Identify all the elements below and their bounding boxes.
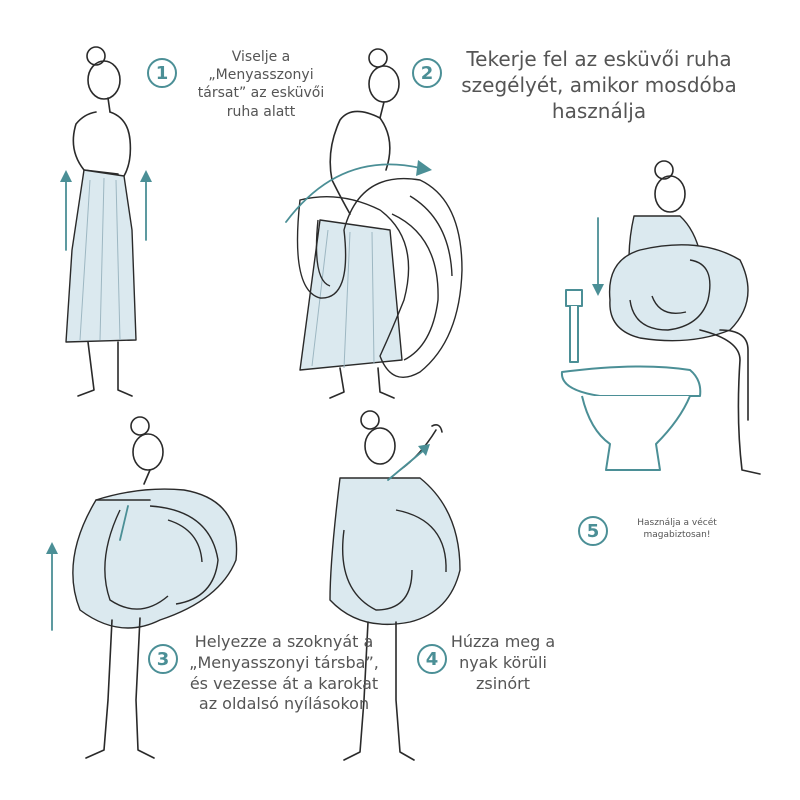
step-badge-5: 5	[578, 516, 608, 546]
step-caption-1: Viselje a „Menyasszonyi társat” az esküv…	[197, 49, 325, 120]
figure-step-1	[60, 46, 152, 397]
step-caption-5: Használja a vécét magabiztosan!	[637, 518, 717, 540]
step-caption-4: Húzza meg a nyak körüli zsinórt	[450, 632, 556, 693]
step-caption-2: Tekerje fel az esküvői ruha szegélyét, a…	[461, 47, 737, 123]
figure-step-4	[329, 410, 461, 761]
step-badge-3: 3	[148, 644, 178, 674]
figure-step-5	[560, 160, 761, 475]
step-badge-4: 4	[417, 644, 447, 674]
step-caption-3: Helyezze a szoknyát a „Menyasszonyi társ…	[189, 632, 379, 714]
step-badge-1: 1	[147, 58, 177, 88]
figure-step-3	[46, 416, 238, 759]
step-badge-2: 2	[412, 58, 442, 88]
figure-step-2	[285, 48, 463, 399]
